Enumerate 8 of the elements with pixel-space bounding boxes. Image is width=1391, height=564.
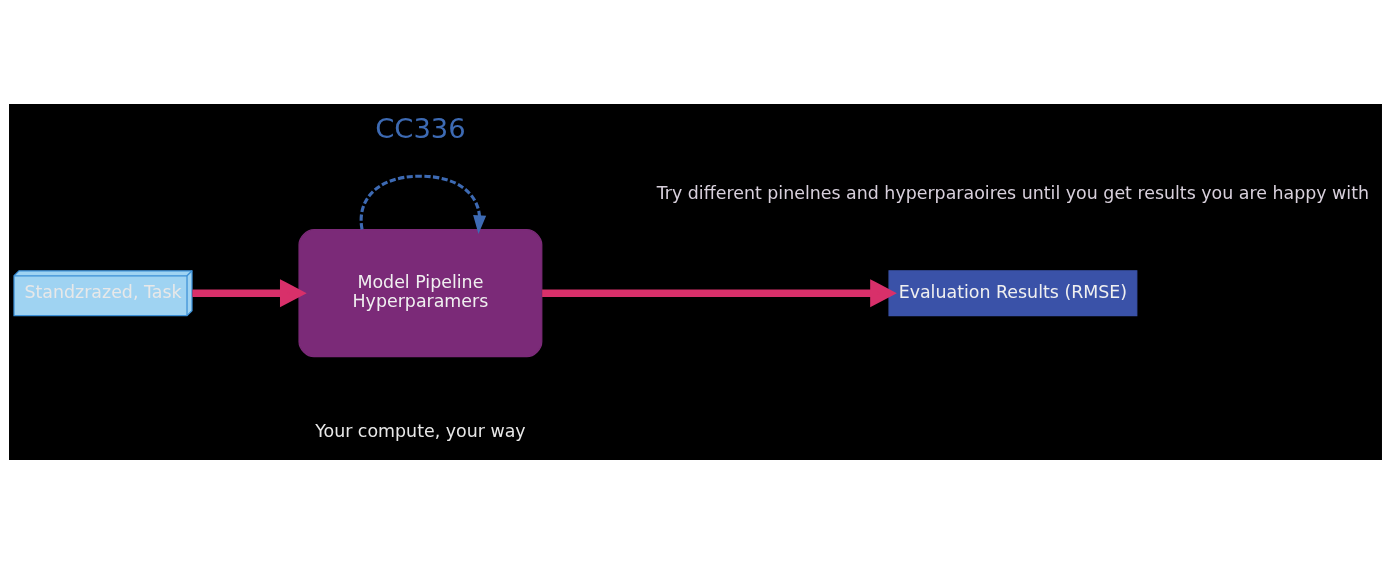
arrow — [542, 279, 897, 308]
node-box: Model Pipeline Hyperparamers — [298, 229, 543, 358]
arrow — [359, 174, 487, 235]
arrow — [192, 279, 307, 308]
node-box: Evaluation Results (RMSE) — [888, 270, 1138, 317]
label: Try different pinelnes and hyperparaoires until you get results you are happy with — [656, 183, 1370, 204]
label: Your compute, your way — [315, 421, 526, 442]
label: CC336 — [375, 113, 466, 145]
